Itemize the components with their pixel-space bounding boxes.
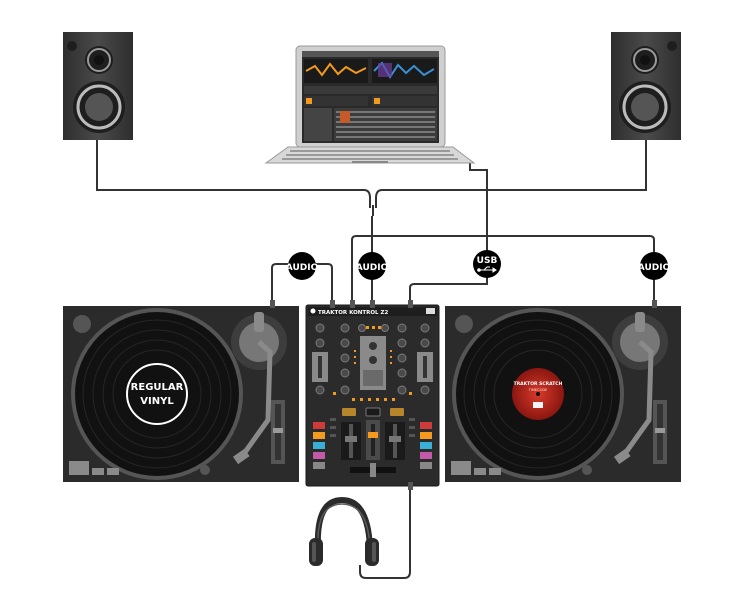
cable-left-speaker (96, 140, 371, 208)
mixer-brand-label: TRAKTOR KONTROL Z2 (318, 310, 388, 316)
turntable-left-icon: REGULAR VINYL (63, 306, 299, 482)
cable-laptop-usb (469, 160, 488, 252)
audio-right-label: AUDIO (638, 263, 671, 273)
cable-usb-down (409, 276, 488, 306)
timecode-sub-label: TIMECODE (528, 388, 548, 392)
laptop-icon (264, 45, 476, 164)
mixer-icon: TRAKTOR KONTROL Z2 (305, 304, 440, 487)
plugs (270, 300, 657, 490)
speaker-right-icon (611, 32, 681, 140)
cable-headphones (359, 485, 411, 579)
turntable-right-icon: TRAKTOR SCRATCH TIMECODE (445, 306, 681, 482)
regular-vinyl-label-line1: REGULAR (131, 382, 184, 393)
audio-left-badge: AUDIO (286, 252, 319, 280)
speaker-left-icon (63, 32, 133, 140)
audio-left-label: AUDIO (286, 263, 319, 273)
cable-right-speaker (375, 140, 647, 208)
timecode-brand-label: TRAKTOR SCRATCH (514, 381, 563, 387)
headphones-icon (309, 496, 379, 566)
cable-right-turntable-top (351, 235, 655, 306)
usb-label: USB (477, 256, 498, 266)
usb-badge: USB (473, 250, 501, 278)
regular-vinyl-label-line2: VINYL (140, 396, 174, 407)
audio-center-label: AUDIO (356, 263, 389, 273)
audio-right-badge: AUDIO (638, 252, 671, 280)
audio-center-badge: AUDIO (356, 252, 389, 280)
usb-symbol-icon (477, 266, 497, 273)
